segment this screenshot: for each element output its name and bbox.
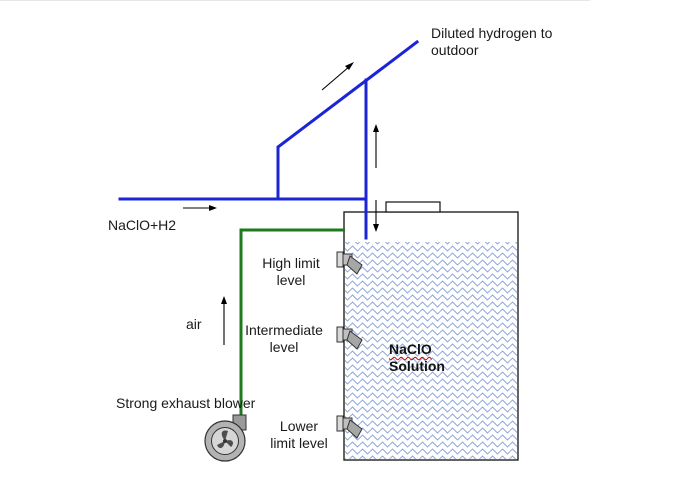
solution-label: NaClO Solution (389, 341, 445, 375)
level-sensor-mid (336, 326, 363, 350)
arrow-icon (321, 62, 354, 91)
outlet-label: Diluted hydrogen to outdoor (431, 25, 552, 59)
solution-line2: Solution (389, 358, 445, 374)
arrow-icon (221, 296, 227, 345)
air-pipe (239, 228, 345, 432)
exhaust-blower (204, 414, 247, 462)
arrow-icon (373, 200, 379, 232)
arrow-icon (183, 205, 217, 211)
level-sensor-low (336, 415, 363, 439)
level-sensor-high (336, 251, 363, 275)
arrow-icon (373, 124, 379, 168)
lower-limit-line2: limit level (270, 435, 328, 451)
outlet-label-line1: Diluted hydrogen to (431, 25, 553, 41)
level-sensor-icon (336, 415, 363, 439)
flow-arrows (183, 62, 379, 345)
hydrogen-piping (118, 39, 420, 240)
high-limit-line2: level (276, 272, 306, 288)
tank-liquid (345, 242, 517, 459)
intermediate-line1: Intermediate (245, 322, 323, 338)
inlet-label: NaClO+H2 (108, 217, 177, 233)
intermediate-level-label: Intermediate level (239, 322, 329, 356)
blower-label: Strong exhaust blower (116, 395, 256, 411)
bypass-pipe (276, 39, 420, 201)
solution-line1: NaClO (389, 341, 432, 357)
air-label: air (186, 316, 202, 332)
level-sensor-icon (336, 326, 363, 350)
level-sensor-icon (336, 251, 363, 275)
fan-icon (217, 430, 233, 449)
intermediate-line2: level (269, 339, 299, 355)
high-limit-label: High limit level (251, 255, 331, 289)
high-limit-line1: High limit (262, 255, 320, 271)
outlet-label-line2: outdoor (431, 42, 479, 58)
lower-limit-label: Lower limit level (259, 418, 339, 452)
tank-lid (385, 201, 441, 213)
tank (343, 201, 519, 461)
lower-limit-line1: Lower (279, 418, 319, 434)
